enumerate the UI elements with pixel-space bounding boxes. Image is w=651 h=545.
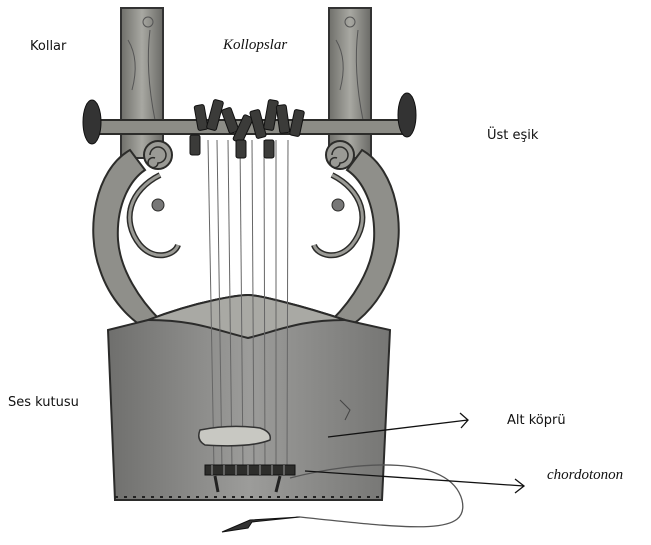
lower-bridge [199, 426, 271, 445]
arm-left [121, 8, 163, 158]
tuning-pegs [190, 99, 305, 158]
side-horn-left [93, 150, 178, 330]
arm-right [329, 8, 371, 158]
label-ses-kutusu: Ses kutusu [8, 395, 79, 410]
label-kollopslar: Kollopslar [223, 37, 287, 54]
scroll-right [326, 141, 354, 211]
label-kollar: Kollar [30, 39, 66, 54]
side-horn-right [314, 150, 399, 330]
label-alt-kopru: Alt köprü [507, 413, 566, 428]
label-chordotonon: chordotonon [547, 467, 623, 484]
label-ust-esik: Üst eşik [487, 128, 538, 143]
